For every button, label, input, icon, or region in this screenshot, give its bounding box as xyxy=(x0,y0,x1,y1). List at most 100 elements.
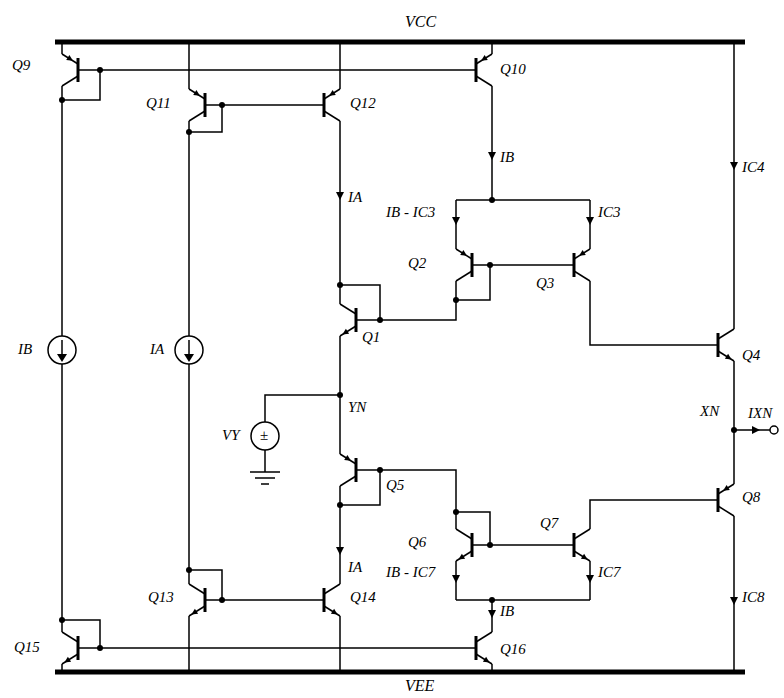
npn-transistor xyxy=(476,632,492,664)
junction-dot xyxy=(97,67,103,73)
terminal-label: YN xyxy=(348,400,366,415)
junction-dot xyxy=(487,262,493,268)
junction-dot xyxy=(453,297,459,303)
source-arrow xyxy=(61,340,63,356)
pnp-transistor xyxy=(62,54,78,86)
current-arrow xyxy=(730,162,738,170)
current-arrow xyxy=(452,217,460,225)
current-source xyxy=(175,336,203,364)
transistor-label: Q15 xyxy=(14,640,40,655)
current-source xyxy=(48,336,76,364)
junction-dot xyxy=(337,282,343,288)
junction-dot xyxy=(337,392,343,398)
npn-transistor xyxy=(456,529,472,561)
current-label: IA xyxy=(348,190,362,205)
current-arrow xyxy=(488,152,496,160)
current-label: IB - IC3 xyxy=(386,205,435,220)
polarity-mark: ± xyxy=(260,428,268,443)
current-arrow xyxy=(752,426,760,434)
junction-dot xyxy=(219,597,225,603)
current-arrow xyxy=(336,192,344,200)
current-arrow xyxy=(730,597,738,605)
current-label: IC3 xyxy=(598,205,621,220)
current-arrow xyxy=(586,217,594,225)
junction-dot xyxy=(731,427,737,433)
output-terminal xyxy=(770,426,778,434)
pnp-transistor xyxy=(456,249,472,281)
current-sources xyxy=(48,336,280,484)
voltage-label: VEE xyxy=(405,678,434,694)
junction-dot xyxy=(453,509,459,515)
current-arrow xyxy=(452,575,460,583)
transistor-label: Q14 xyxy=(350,590,376,605)
transistor-label: Q3 xyxy=(536,276,554,291)
transistor-label: Q10 xyxy=(500,62,526,77)
ground-symbol xyxy=(250,472,280,484)
pnp-transistor xyxy=(324,89,340,121)
junction-dot xyxy=(487,542,493,548)
junction-dot xyxy=(337,502,343,508)
junction-dot xyxy=(97,645,103,651)
transistor-label: Q7 xyxy=(540,516,558,531)
pnp-transistor xyxy=(476,54,492,86)
transistors xyxy=(62,54,734,664)
junction-dot xyxy=(186,129,192,135)
npn-transistor xyxy=(62,632,78,664)
pnp-transistor xyxy=(574,249,590,281)
current-arrows xyxy=(336,152,760,618)
transistor-label: Q16 xyxy=(500,642,526,657)
junction-dots xyxy=(59,67,737,651)
current-label: IA xyxy=(348,560,362,575)
transistor-label: Q13 xyxy=(148,590,174,605)
supply-rail xyxy=(55,42,745,672)
junction-dot xyxy=(377,317,383,323)
npn-transistor xyxy=(340,304,356,336)
current-label: IC7 xyxy=(598,565,621,580)
transistor-label: Q8 xyxy=(742,490,760,505)
source-arrow xyxy=(184,354,194,362)
junction-dot xyxy=(186,567,192,573)
voltage-source xyxy=(251,422,279,450)
npn-transistor xyxy=(324,584,340,616)
transistor-label: Q2 xyxy=(408,256,426,271)
current-label: IC8 xyxy=(742,590,765,605)
pnp-transistor xyxy=(718,484,734,516)
current-arrow xyxy=(488,610,496,618)
current-label: IB xyxy=(500,150,514,165)
voltage-label: VCC xyxy=(405,14,436,30)
junction-dot xyxy=(377,467,383,473)
current-label: IA xyxy=(150,342,164,357)
npn-transistor xyxy=(189,584,205,616)
pnp-transistor xyxy=(189,89,205,121)
current-label: IC4 xyxy=(742,160,765,175)
current-label: IB xyxy=(500,604,514,619)
junction-dot xyxy=(489,197,495,203)
source-arrow xyxy=(188,340,190,356)
current-arrow xyxy=(336,547,344,555)
junction-dot xyxy=(59,617,65,623)
source-arrow xyxy=(57,354,67,362)
transistor-label: Q4 xyxy=(742,348,760,363)
current-label: IB - IC7 xyxy=(386,565,435,580)
current-label: IB xyxy=(18,342,32,357)
transistor-label: Q6 xyxy=(408,535,426,550)
current-label: IXN xyxy=(748,406,772,421)
junction-dot xyxy=(489,597,495,603)
transistor-label: Q9 xyxy=(12,58,30,73)
junction-dot xyxy=(59,97,65,103)
npn-transistor xyxy=(574,529,590,561)
junction-dot xyxy=(219,102,225,108)
pnp-transistor xyxy=(340,454,356,486)
voltage-label: VY xyxy=(222,428,240,443)
transistor-label: Q12 xyxy=(350,96,376,111)
transistor-label: Q1 xyxy=(362,330,380,345)
current-arrow xyxy=(586,575,594,583)
transistor-label: Q5 xyxy=(386,478,404,493)
transistor-label: Q11 xyxy=(146,96,171,111)
wire xyxy=(62,42,770,672)
npn-transistor xyxy=(718,329,734,361)
terminal-label: XN xyxy=(700,404,719,419)
